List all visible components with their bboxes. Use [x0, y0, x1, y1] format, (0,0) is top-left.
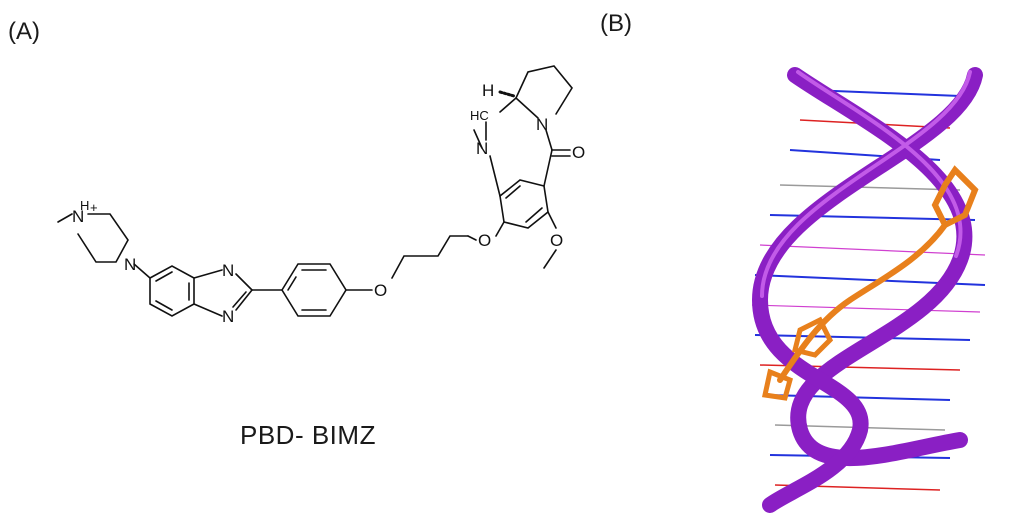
dna-strand-2: [751, 67, 983, 513]
chemical-structure: N H + N N N O O O N N O HC H: [57, 65, 585, 326]
bond-methoxy-methyl: [543, 249, 557, 269]
ligand-pbd-bimz: [761, 165, 979, 401]
bond-diaz-1: [489, 155, 501, 197]
panel-label-a: (A): [8, 18, 40, 45]
bond-benzo-double-2: [155, 300, 173, 311]
bond-chain-o2: [467, 235, 477, 241]
atom-n-pbd-amide: N: [536, 115, 548, 134]
bond-diaz-5: [545, 129, 553, 151]
bond-pbd-aryl-double-2: [525, 207, 543, 223]
atom-o-ether-2: O: [478, 231, 491, 250]
atom-hc: HC: [470, 108, 489, 123]
compound-name: PBD- BIMZ: [240, 420, 376, 450]
dna-strand-2-highlight: [760, 70, 972, 298]
bond-benzo-double-1: [155, 271, 173, 282]
pyrrolidine-ring: [515, 65, 573, 115]
bond-imid-1: [193, 269, 223, 279]
bond-pbd-aryl-double-1: [505, 185, 521, 199]
bond-phenyl-double-3: [287, 276, 297, 291]
propyl-chain: [391, 235, 469, 279]
atom-o-methoxy: O: [550, 231, 563, 250]
bond-o2-aryl: [495, 221, 505, 237]
base-pair-9: [754, 334, 971, 341]
atom-o-carbonyl: O: [572, 143, 585, 162]
atom-n-piperazine-1: N: [72, 207, 84, 226]
panel-label-b: (B): [600, 10, 632, 37]
atom-o-ether-1: O: [374, 281, 387, 300]
base-pair-6: [759, 244, 986, 256]
bond-diaz-4: [515, 97, 539, 119]
dna-strand-1-highlight: [796, 70, 963, 258]
base-pair-1: [809, 89, 961, 97]
bond-imid-double: [232, 291, 247, 308]
bond-diaz-6: [543, 149, 553, 187]
bond-imid-3: [235, 289, 253, 311]
atom-n-bimz-2: N: [222, 307, 234, 326]
bond-imid-4: [193, 303, 223, 317]
bond-aryl-omethoxy: [547, 211, 557, 229]
atom-plus-charge: +: [90, 200, 98, 215]
base-pair-4: [779, 184, 961, 191]
bond-piperazine-aryl: [133, 263, 151, 279]
bond-imine-double: [473, 129, 483, 149]
atom-n-pbd-imine: N: [476, 139, 488, 158]
bond-diaz-3: [499, 97, 517, 113]
atom-n-piperazine-2: N: [124, 255, 136, 274]
atom-h-piperazine: H: [80, 198, 89, 213]
atom-n-bimz-1: N: [222, 261, 234, 280]
piperazine-ring: [77, 213, 129, 263]
bond-imid-2: [235, 273, 253, 291]
base-pair-8: [751, 304, 981, 313]
bond-methyl: [57, 213, 73, 223]
atom-h-stereo: H: [482, 81, 494, 100]
bond-stereo-h: [498, 90, 516, 98]
